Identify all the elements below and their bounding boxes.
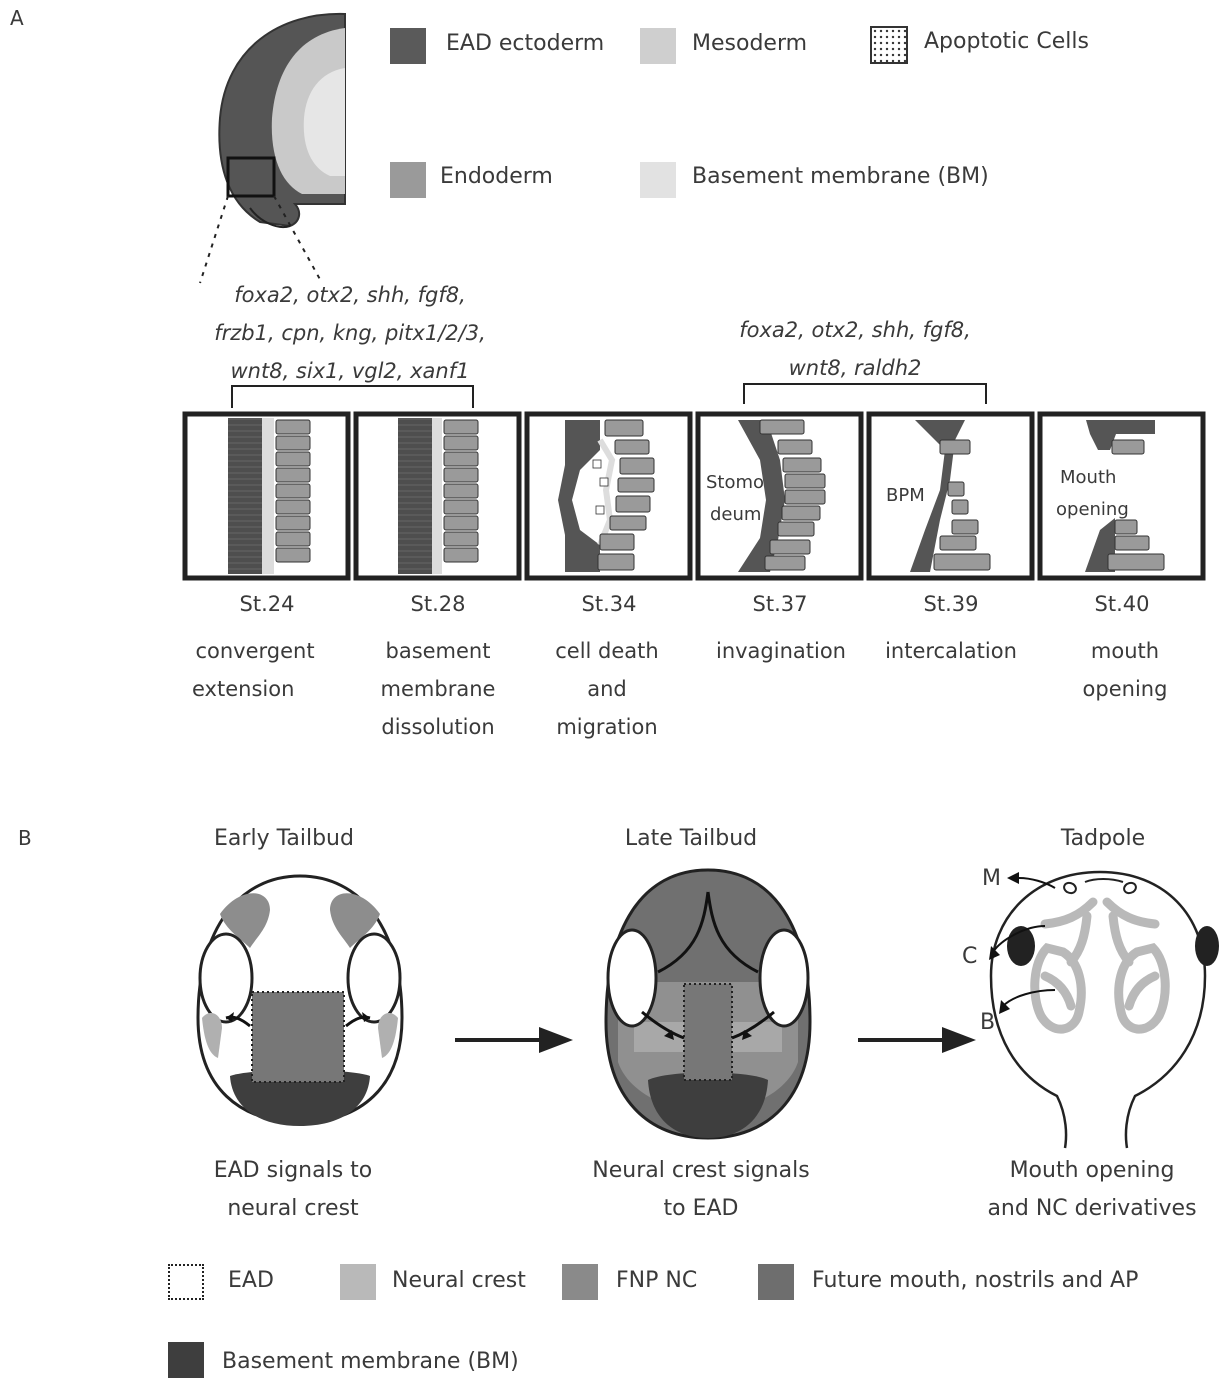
stage-desc-line: basement	[353, 632, 523, 670]
caption-line: EAD signals to	[143, 1152, 443, 1190]
legend-swatch-ead-ectoderm	[390, 28, 426, 64]
stage-desc-line: cell death	[522, 632, 692, 670]
gene-line: frzb1, cpn, kng, pitx1/2/3,	[180, 314, 520, 352]
stage-description: intercalation	[866, 632, 1036, 670]
inset-st34	[527, 414, 690, 578]
caption-line: to EAD	[551, 1190, 851, 1228]
inset-st37	[698, 414, 861, 578]
stage-name: St.24	[182, 592, 352, 616]
stage-name: St.34	[524, 592, 694, 616]
legend-label-basement-membrane: Basement membrane (BM)	[692, 164, 989, 189]
stage-desc-line: opening	[1040, 670, 1210, 708]
legend-label-endoderm: Endoderm	[440, 164, 553, 189]
caption-tadpole: Mouth opening and NC derivatives	[964, 1152, 1220, 1228]
legend-label-ead-ectoderm: EAD ectoderm	[446, 31, 604, 56]
legend-swatch-mesoderm	[640, 28, 676, 64]
inset-label-bpm: BPM	[886, 485, 925, 506]
stage-description: convergent extension	[170, 632, 340, 708]
gene-list-left: foxa2, otx2, shh, fgf8, frzb1, cpn, kng,…	[180, 276, 520, 390]
legend-label-mesoderm: Mesoderm	[692, 31, 807, 56]
stage-desc-line: dissolution	[353, 708, 523, 746]
embryo-section-diagram	[190, 8, 360, 288]
progression-arrow	[858, 1025, 978, 1055]
inset-st40	[1040, 414, 1203, 578]
stage-insets	[180, 410, 1220, 582]
panel-b-letter: B	[18, 826, 32, 850]
caption-late-tailbud: Neural crest signals to EAD	[551, 1152, 851, 1228]
late-tailbud-head	[598, 862, 818, 1152]
legend-label-apoptotic-cells: Apoptotic Cells	[924, 29, 1089, 54]
tadpole-head	[975, 866, 1220, 1156]
stage-desc-line: intercalation	[866, 632, 1036, 670]
stage-desc-line: mouth	[1040, 632, 1210, 670]
stage-name: St.39	[866, 592, 1036, 616]
stage-desc-line: invagination	[696, 632, 866, 670]
legend-swatch-neural-crest	[340, 1264, 376, 1300]
progression-arrow	[455, 1025, 575, 1055]
tadpole-label-b: B	[980, 1010, 995, 1035]
gene-line: foxa2, otx2, shh, fgf8,	[690, 311, 1020, 349]
tadpole-label-c: C	[962, 944, 977, 969]
stage-title-late-tailbud: Late Tailbud	[541, 826, 841, 851]
caption-line: Neural crest signals	[551, 1152, 851, 1190]
inset-st28	[356, 414, 519, 578]
stage-description: cell death and migration	[522, 632, 692, 746]
stage-description: basement membrane dissolution	[353, 632, 523, 746]
stage-description: invagination	[696, 632, 866, 670]
caption-line: neural crest	[143, 1190, 443, 1228]
legend-swatch-future-mouth	[758, 1264, 794, 1300]
stage-name: St.37	[695, 592, 865, 616]
legend-label-fnp-nc: FNP NC	[616, 1268, 697, 1293]
stage-name: St.40	[1037, 592, 1207, 616]
gene-line: foxa2, otx2, shh, fgf8,	[180, 276, 520, 314]
inset-label-mouth: opening	[1056, 499, 1129, 520]
stage-name: St.28	[353, 592, 523, 616]
stage-desc-line: and	[522, 670, 692, 708]
early-tailbud-head	[190, 868, 410, 1138]
stage-desc-line: extension	[170, 670, 340, 708]
legend-label-neural-crest: Neural crest	[392, 1268, 526, 1293]
legend-swatch-fnp-nc	[562, 1264, 598, 1300]
legend-swatch-endoderm	[390, 162, 426, 198]
inset-label-stomodeum: deum	[710, 504, 761, 525]
caption-early-tailbud: EAD signals to neural crest	[143, 1152, 443, 1228]
inset-st24	[185, 414, 348, 578]
inset-label-stomodeum: Stomo	[706, 472, 764, 493]
stage-title-tadpole: Tadpole	[953, 826, 1220, 851]
stage-description: mouth opening	[1040, 632, 1210, 708]
caption-line: Mouth opening	[964, 1152, 1220, 1190]
stage-desc-line: convergent	[170, 632, 340, 670]
stage-title-early-tailbud: Early Tailbud	[134, 826, 434, 851]
stage-desc-line: membrane	[353, 670, 523, 708]
legend-swatch-basement-membrane	[640, 162, 676, 198]
legend-swatch-apoptotic-cells	[870, 26, 908, 64]
legend-label-future-mouth: Future mouth, nostrils and AP	[812, 1268, 1138, 1293]
legend-label-basement-membrane-b: Basement membrane (BM)	[222, 1349, 519, 1374]
stage-desc-line: migration	[522, 708, 692, 746]
tadpole-label-m: M	[982, 866, 1001, 891]
caption-line: and NC derivatives	[964, 1190, 1220, 1228]
panel-a-letter: A	[10, 6, 24, 30]
legend-swatch-ead	[168, 1264, 204, 1300]
gene-list-right: foxa2, otx2, shh, fgf8, wnt8, raldh2	[690, 311, 1020, 387]
gene-brackets	[0, 380, 1220, 410]
legend-swatch-basement-membrane-b	[168, 1342, 204, 1378]
legend-label-ead: EAD	[228, 1268, 274, 1293]
inset-label-mouth: Mouth	[1060, 467, 1116, 488]
